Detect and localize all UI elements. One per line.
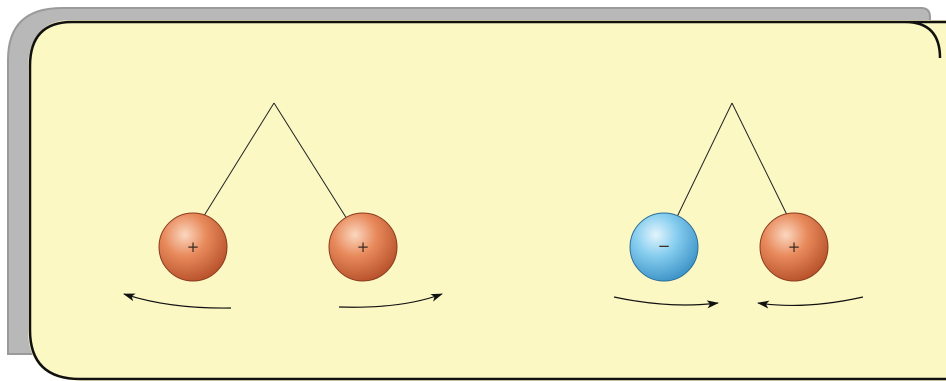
attract-arrow-right xyxy=(757,296,864,309)
panel-background xyxy=(28,20,946,381)
string-left-a xyxy=(201,102,275,220)
charge-sign: + xyxy=(187,238,200,256)
ball-positive: + xyxy=(328,212,398,282)
panel-border xyxy=(28,20,946,381)
ball-negative: − xyxy=(629,212,699,282)
charge-sign: + xyxy=(357,238,370,256)
string-right-b xyxy=(731,102,790,220)
string-left-b xyxy=(273,102,348,220)
string-right-a xyxy=(675,102,733,220)
left-pair-like-charges: + + xyxy=(123,102,443,309)
right-pair-unlike-charges: − + xyxy=(613,102,864,309)
charge-sign: + xyxy=(788,238,801,256)
repel-arrow-left xyxy=(123,293,232,309)
attract-arrow-left xyxy=(613,296,719,309)
repel-arrow-right xyxy=(338,293,443,308)
ball-positive: + xyxy=(759,212,829,282)
charge-sign: − xyxy=(658,237,671,255)
ball-positive: + xyxy=(158,212,228,282)
